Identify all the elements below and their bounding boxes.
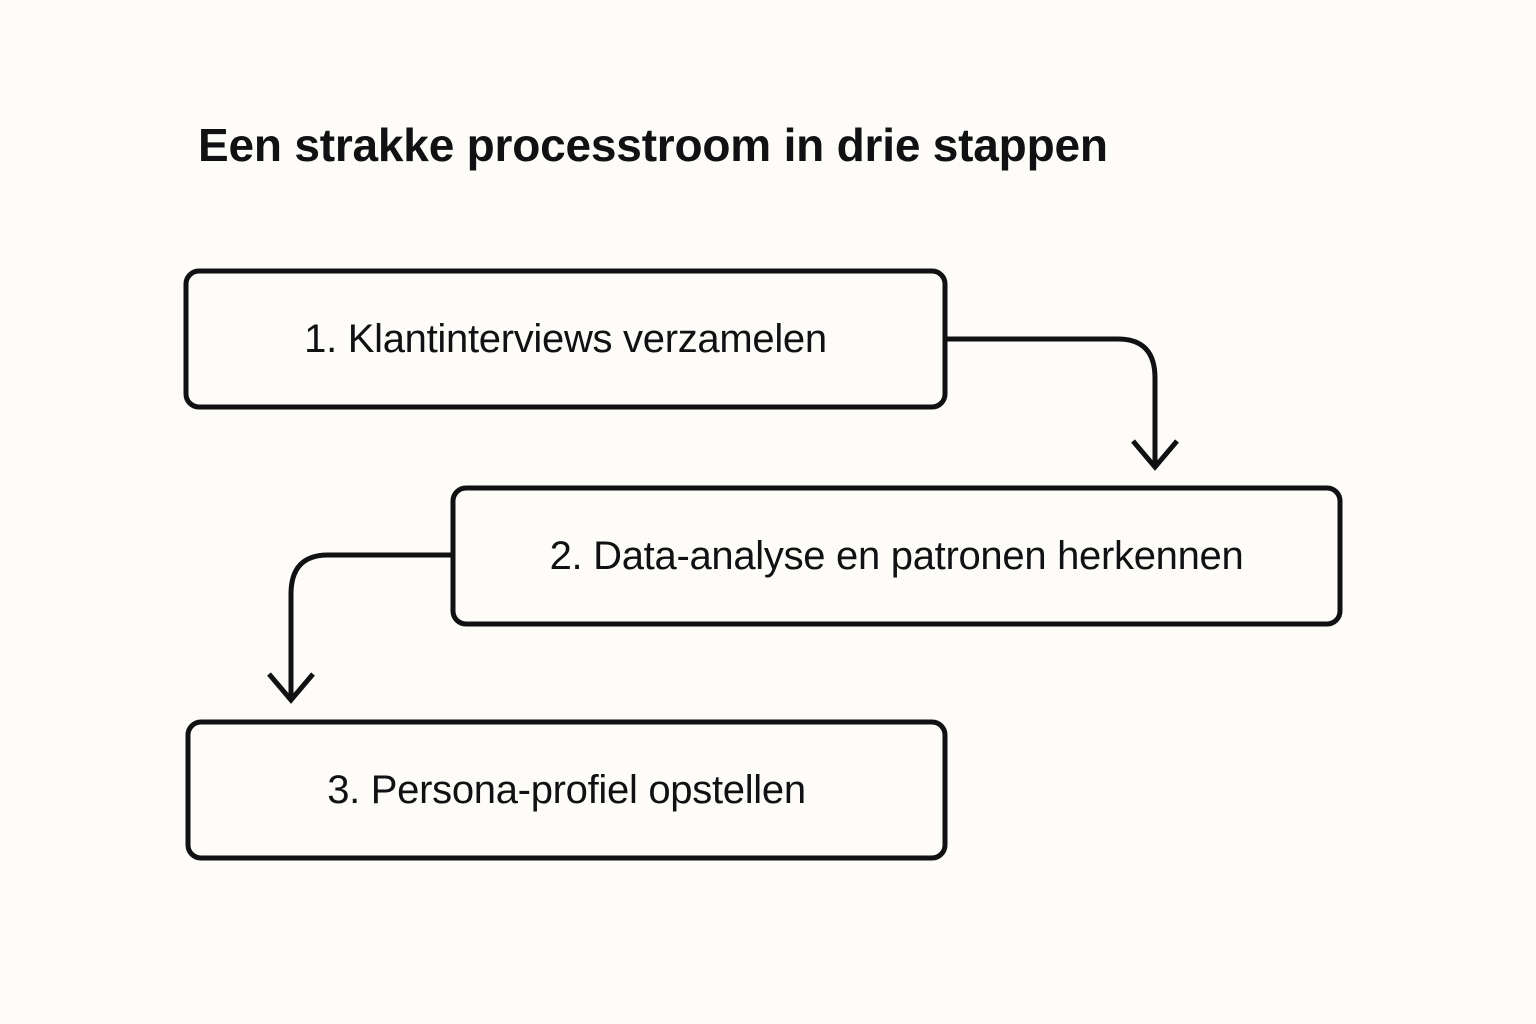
arrowhead-step-2-to-step-3: [267, 672, 315, 704]
node-box-step-3[interactable]: [185, 719, 948, 861]
connector-step-2-to-step-3: [288, 552, 453, 698]
node-label-step-2[interactable]: 2. Data-analyse en patronen herkennen: [549, 533, 1244, 578]
diagram-title: Een strakke processtroom in drie stappen: [198, 119, 1108, 171]
arrowhead-step-1-to-step-2: [1131, 439, 1179, 471]
node-label-step-1[interactable]: 1. Klantinterviews verzamelen: [304, 316, 827, 361]
connector-step-1-to-step-2: [945, 336, 1158, 465]
node-label-step-3[interactable]: 3. Persona-profiel opstellen: [327, 767, 806, 812]
